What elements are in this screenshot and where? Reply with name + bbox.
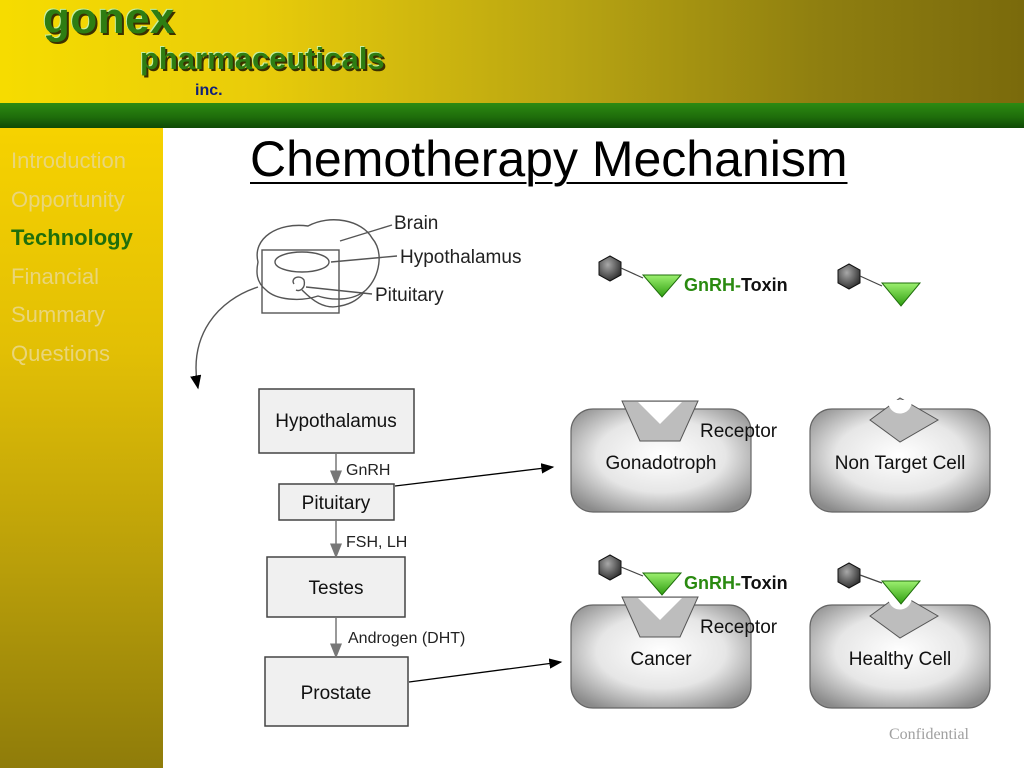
flow-label-androgen: Androgen (DHT) bbox=[348, 630, 465, 647]
hypothalamus-label: Hypothalamus bbox=[400, 247, 521, 268]
sidebar bbox=[0, 128, 163, 768]
logo-pharmaceuticals: pharmaceuticals bbox=[140, 41, 385, 76]
pituitary-label: Pituitary bbox=[375, 285, 444, 306]
conjugate-label-top: GnRH-Toxin bbox=[684, 275, 788, 295]
gnrh-triangle-icon bbox=[641, 572, 683, 596]
cell-gonadotroph: Gonadotroph bbox=[570, 400, 752, 513]
non-target-label: Non Target Cell bbox=[835, 453, 966, 474]
logo-inc: inc. bbox=[195, 82, 223, 99]
toxin-hexagon-icon bbox=[837, 263, 861, 290]
receptor-label-bottom: Receptor bbox=[700, 617, 778, 638]
confidential-footer: Confidential bbox=[889, 726, 969, 743]
gnrh-triangle-icon bbox=[880, 580, 922, 605]
conjugate-label-top-toxin: Toxin bbox=[741, 275, 788, 295]
flow-box-hypothalamus bbox=[258, 388, 415, 454]
prostate-to-cancer-arrow bbox=[408, 658, 563, 683]
header-stripe bbox=[0, 103, 1024, 128]
nav-opportunity[interactable]: Opportunity bbox=[11, 186, 125, 212]
brain-inset-box bbox=[261, 249, 340, 314]
healthy-label: Healthy Cell bbox=[849, 649, 951, 670]
conjugate-label-bottom: GnRH-Toxin bbox=[684, 573, 788, 593]
nav-financial[interactable]: Financial bbox=[11, 263, 100, 289]
gnrh-triangle-icon bbox=[641, 274, 683, 298]
cell-non-target: Non Target Cell bbox=[809, 397, 991, 513]
conjugate-bottom-left bbox=[598, 554, 683, 596]
cell-healthy: Healthy Cell bbox=[809, 593, 991, 709]
flow-box-pituitary bbox=[278, 483, 395, 521]
brain-leader-line bbox=[339, 224, 393, 242]
flow-box-hypothalamus-label: Hypothalamus bbox=[275, 411, 396, 432]
flow-box-prostate-label: Prostate bbox=[301, 683, 372, 704]
conjugate-linker bbox=[859, 574, 883, 584]
conjugate-top-left bbox=[598, 255, 683, 298]
nav-summary[interactable]: Summary bbox=[11, 302, 106, 327]
toxin-hexagon-icon bbox=[598, 255, 622, 282]
cell-cancer: Cancer bbox=[570, 596, 752, 709]
flow-box-testes bbox=[266, 556, 406, 618]
cancer-label: Cancer bbox=[630, 649, 692, 670]
gonadotroph-label: Gonadotroph bbox=[606, 453, 717, 474]
brain-to-flow-arrow bbox=[190, 286, 259, 390]
toxin-hexagon-icon bbox=[598, 554, 622, 581]
nav-questions[interactable]: Questions bbox=[11, 340, 111, 366]
hormone-flowchart: Hypothalamus Pituitary Testes Prostate G… bbox=[258, 388, 563, 727]
conjugate-top-right bbox=[837, 263, 922, 307]
flow-label-fsh-lh: FSH, LH bbox=[346, 534, 407, 551]
conjugate-label-bottom-toxin: Toxin bbox=[741, 573, 788, 593]
brain-label: Brain bbox=[394, 213, 438, 234]
brainstem-shape bbox=[301, 289, 365, 308]
hypothalamus-shape bbox=[274, 251, 330, 273]
page-title: Chemotherapy Mechanism bbox=[250, 131, 848, 187]
flow-box-testes-label: Testes bbox=[309, 578, 364, 599]
brain-illustration bbox=[190, 219, 398, 390]
flow-label-gnrh: GnRH bbox=[346, 462, 390, 479]
conjugate-linker bbox=[620, 267, 644, 279]
conjugate-label-bottom-gnrh: GnRH- bbox=[684, 573, 741, 593]
conjugate-label-top-gnrh: GnRH- bbox=[684, 275, 741, 295]
nav-introduction[interactable]: Introduction bbox=[11, 148, 126, 173]
conjugate-linker bbox=[859, 275, 883, 287]
pituitary-shape bbox=[292, 276, 306, 292]
receptor-label-top: Receptor bbox=[700, 421, 778, 442]
flow-box-prostate bbox=[264, 656, 409, 727]
header-banner bbox=[0, 0, 1024, 103]
conjugate-linker bbox=[620, 566, 644, 577]
nav-technology[interactable]: Technology bbox=[11, 225, 133, 250]
conjugate-bottom-right bbox=[837, 562, 922, 605]
hypothalamus-leader-line bbox=[330, 255, 398, 263]
toxin-hexagon-icon bbox=[837, 562, 861, 589]
gonadotroph-receptor-site bbox=[638, 402, 682, 424]
logo-gonex: gonex bbox=[43, 0, 176, 43]
flow-box-pituitary-label: Pituitary bbox=[302, 493, 371, 514]
sidebar-nav: Introduction Opportunity Technology Fina… bbox=[11, 146, 133, 377]
cancer-receptor-site bbox=[638, 598, 682, 620]
brain-outline bbox=[256, 219, 380, 301]
non-target-receptor-site bbox=[888, 400, 912, 414]
gnrh-triangle-icon bbox=[880, 282, 922, 307]
pituitary-to-gonadotroph-arrow bbox=[394, 463, 555, 487]
pituitary-leader-line bbox=[305, 286, 373, 295]
